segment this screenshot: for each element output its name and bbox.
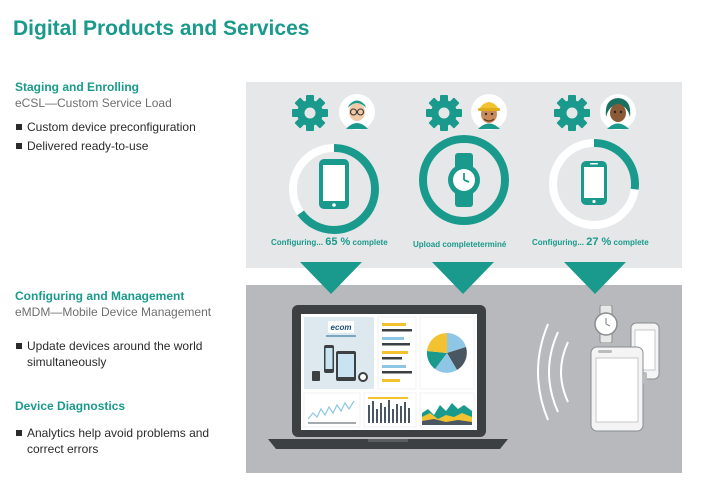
status-prefix: Configuring... bbox=[532, 238, 584, 247]
status-label-3: Configuring... 27 % complete bbox=[532, 236, 649, 248]
diagnostics-heading: Device Diagnostics bbox=[15, 399, 126, 413]
gear-icon bbox=[554, 95, 590, 131]
staging-bullet-2: Delivered ready-to-use bbox=[15, 138, 230, 154]
bullet-text: Update devices around the world simultan… bbox=[27, 339, 203, 369]
arrow-down-icon bbox=[564, 262, 626, 294]
brand-logo: ecom bbox=[331, 323, 352, 332]
staging-bullet-1: Custom device preconfiguration bbox=[15, 119, 230, 135]
gear-icon bbox=[292, 95, 328, 131]
progress-ring-2 bbox=[419, 135, 509, 225]
configuring-heading: Configuring and Management bbox=[15, 289, 185, 303]
bullet-text: Custom device preconfiguration bbox=[27, 120, 196, 134]
staging-heading: Staging and Enrolling bbox=[15, 80, 139, 94]
status-label-2: Upload completeterminé bbox=[413, 238, 506, 250]
bullet-marker bbox=[16, 124, 22, 130]
status-label-1: Configuring... 65 % complete bbox=[271, 236, 388, 248]
bullet-text: Delivered ready-to-use bbox=[27, 139, 149, 153]
diagnostics-bullet-1: Analytics help avoid problems and correc… bbox=[15, 425, 230, 457]
user-dark-icon bbox=[600, 94, 636, 130]
status-prefix: Upload completeterminé bbox=[413, 240, 507, 249]
status-suffix: complete bbox=[352, 238, 388, 247]
laptop-dashboard: ecom bbox=[268, 305, 508, 449]
status-prefix: Configuring... bbox=[271, 238, 323, 247]
phone-icon bbox=[581, 161, 607, 205]
tablet-icon bbox=[319, 159, 349, 209]
tablet-icon bbox=[590, 346, 647, 432]
gear-icon bbox=[426, 95, 462, 131]
status-percent: 27 % bbox=[586, 236, 612, 248]
staging-subtitle: eCSL—Custom Service Load bbox=[15, 96, 172, 110]
smartwatch-icon bbox=[448, 153, 480, 207]
status-percent: 65 % bbox=[325, 236, 351, 248]
status-suffix: complete bbox=[613, 238, 649, 247]
arrow-down-icon bbox=[300, 262, 362, 294]
user-glasses-icon bbox=[339, 94, 375, 130]
bullet-marker bbox=[16, 143, 22, 149]
progress-ring-1 bbox=[289, 144, 379, 234]
configuring-subtitle: eMDM—Mobile Device Management bbox=[15, 305, 212, 319]
bullet-marker bbox=[16, 430, 22, 436]
page-title: Digital Products and Services bbox=[13, 17, 310, 40]
worker-helmet-icon bbox=[471, 94, 507, 130]
progress-ring-3 bbox=[549, 139, 639, 229]
bullet-marker bbox=[16, 343, 22, 349]
bullet-text: Analytics help avoid problems and correc… bbox=[27, 426, 210, 456]
wireless-signal-icon bbox=[537, 323, 569, 421]
smartwatch-icon bbox=[594, 305, 618, 343]
pie-chart bbox=[426, 332, 467, 373]
arrow-down-icon bbox=[432, 262, 494, 294]
configuring-bullet-1: Update devices around the world simultan… bbox=[15, 338, 230, 370]
